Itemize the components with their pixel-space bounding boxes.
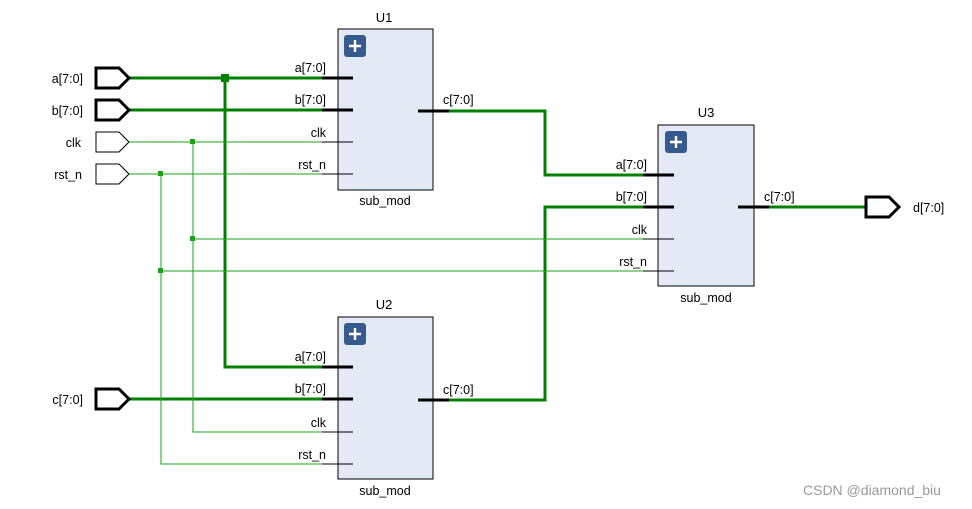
cell-name: sub_mod <box>680 291 731 305</box>
port-c-input[interactable]: c[7:0] <box>52 387 132 411</box>
net-u1-c-to-u3-a[interactable] <box>449 109 658 177</box>
instance-name: U1 <box>376 10 393 25</box>
port-a-label: a[7:0] <box>52 72 83 86</box>
plus-icon[interactable] <box>344 323 366 345</box>
pin-a-label: a[7:0] <box>295 61 326 75</box>
pin-c-label: c[7:0] <box>443 383 474 397</box>
plus-icon[interactable] <box>665 131 687 153</box>
pin-clk-label: clk <box>311 416 327 430</box>
instance-u3[interactable]: U3 a[7:0] b[7:0] clk rst_n c[7:0] sub_mo… <box>616 105 795 305</box>
net-a-bus[interactable] <box>129 76 338 369</box>
input-port-bit-shape <box>95 163 130 185</box>
port-clk-input[interactable]: clk <box>66 131 130 153</box>
pin-b-label: b[7:0] <box>295 93 326 107</box>
port-clk-label: clk <box>66 136 82 150</box>
port-b-input[interactable]: b[7:0] <box>52 98 132 122</box>
net-u2-c-to-u3-b[interactable] <box>449 205 658 402</box>
input-port-bus-shape <box>94 98 132 122</box>
pin-c-label: c[7:0] <box>443 93 474 107</box>
input-port-bus-shape <box>94 387 132 411</box>
pin-clk-label: clk <box>632 223 648 237</box>
pin-rst-n-label: rst_n <box>619 255 647 269</box>
junction-dot <box>221 74 229 82</box>
top-ports: a[7:0] b[7:0] clk rst_n c[7:0] d[7:0] <box>52 66 944 411</box>
pin-c-label: c[7:0] <box>764 190 795 204</box>
cell-name: sub_mod <box>359 484 410 498</box>
port-rst-n-label: rst_n <box>54 168 82 182</box>
junction-dot <box>190 236 195 241</box>
pin-clk-label: clk <box>311 126 327 140</box>
nets <box>129 74 866 465</box>
pin-rst-n-label: rst_n <box>298 448 326 462</box>
input-port-bus-shape <box>94 66 132 90</box>
instance-name: U3 <box>698 105 715 120</box>
cell-name: sub_mod <box>359 194 410 208</box>
plus-icon[interactable] <box>344 35 366 57</box>
port-d-label: d[7:0] <box>913 201 944 215</box>
input-port-bit-shape <box>95 131 130 153</box>
port-d-output[interactable]: d[7:0] <box>864 195 944 219</box>
instance-name: U2 <box>376 297 393 312</box>
watermark: CSDN @diamond_biu <box>803 482 941 498</box>
junction-dot <box>190 139 195 144</box>
port-b-label: b[7:0] <box>52 104 83 118</box>
port-a-input[interactable]: a[7:0] <box>52 66 132 90</box>
junction-dot <box>158 171 163 176</box>
instance-u2[interactable]: U2 a[7:0] b[7:0] clk rst_n c[7:0] sub_mo… <box>295 297 474 498</box>
port-rst-n-input[interactable]: rst_n <box>54 163 130 185</box>
pin-rst-n-label: rst_n <box>298 158 326 172</box>
port-c-label: c[7:0] <box>52 393 83 407</box>
pin-a-label: a[7:0] <box>295 350 326 364</box>
junction-dot <box>158 268 163 273</box>
pin-a-label: a[7:0] <box>616 158 647 172</box>
instance-u1[interactable]: U1 a[7:0] b[7:0] clk rst_n c[7:0] sub_mo… <box>295 10 474 208</box>
pin-b-label: b[7:0] <box>616 190 647 204</box>
pin-b-label: b[7:0] <box>295 382 326 396</box>
output-port-bus-shape <box>864 195 902 219</box>
